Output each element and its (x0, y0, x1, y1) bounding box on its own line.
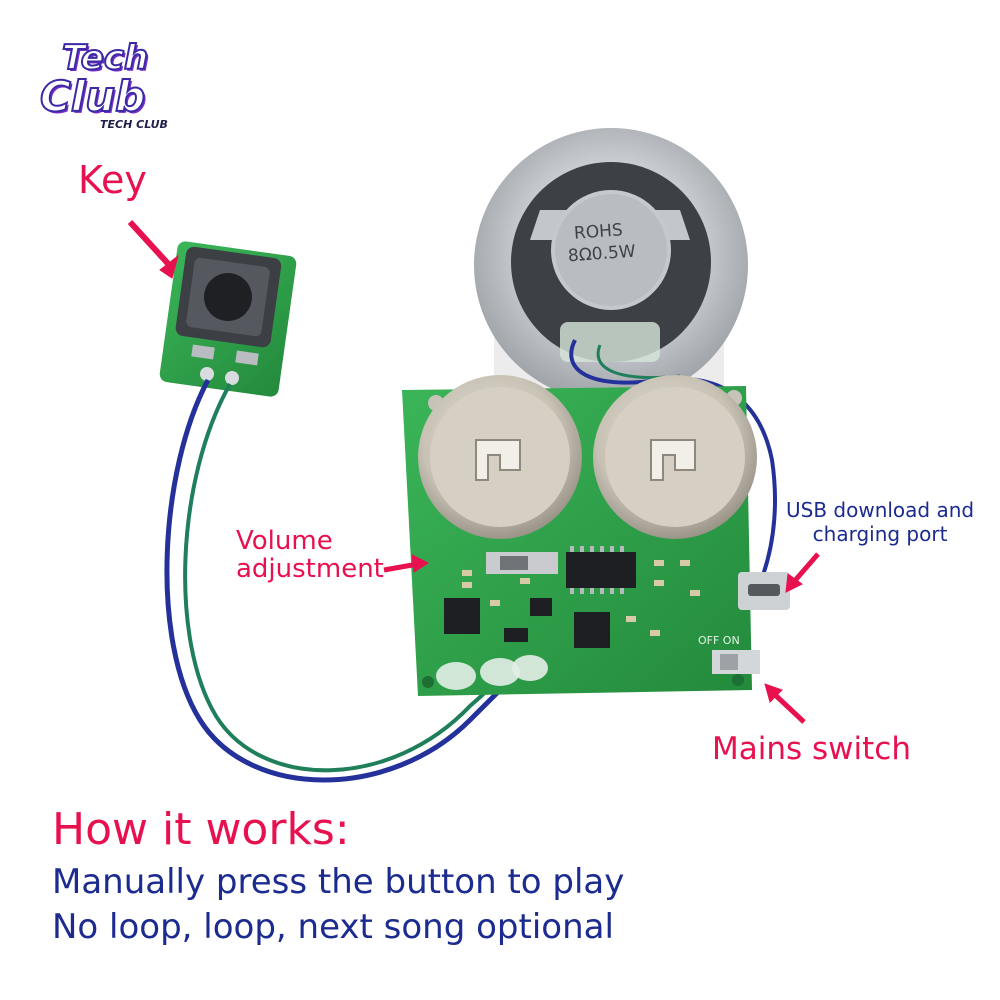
callout-usb: USB download and charging port (786, 498, 974, 546)
callout-key: Key (78, 158, 147, 202)
tech-club-logo: Tech Club TECH CLUB (39, 37, 190, 138)
blue-wire (164, 378, 522, 783)
callout-arrows (127, 219, 820, 724)
logo-word-tech: Tech (61, 37, 149, 79)
green-wire (183, 383, 514, 773)
key-module (159, 241, 297, 397)
description-line-1: Manually press the button to play (52, 862, 625, 902)
logo-word-club: Club (39, 71, 146, 122)
switch-marking: OFF ON (698, 634, 740, 647)
speaker-marking-1: ROHS (573, 220, 624, 244)
logo-small-text: TECH CLUB (100, 118, 168, 131)
description-line-2: No loop, loop, next song optional (52, 907, 614, 947)
callout-volume-line1: Volume (236, 526, 333, 556)
how-it-works-heading: How it works: (52, 804, 350, 855)
callout-usb-line2: charging port (812, 522, 948, 546)
callout-volume-line2: adjustment (236, 554, 384, 584)
main-chip (566, 552, 636, 588)
callout-mains-switch: Mains switch (712, 731, 911, 767)
push-button-cap (204, 273, 252, 321)
speaker (474, 128, 748, 402)
callout-usb-line1: USB download and (786, 498, 975, 522)
callout-volume: Volume adjustment (236, 527, 384, 583)
main-pcb: OFF ON (402, 375, 790, 696)
